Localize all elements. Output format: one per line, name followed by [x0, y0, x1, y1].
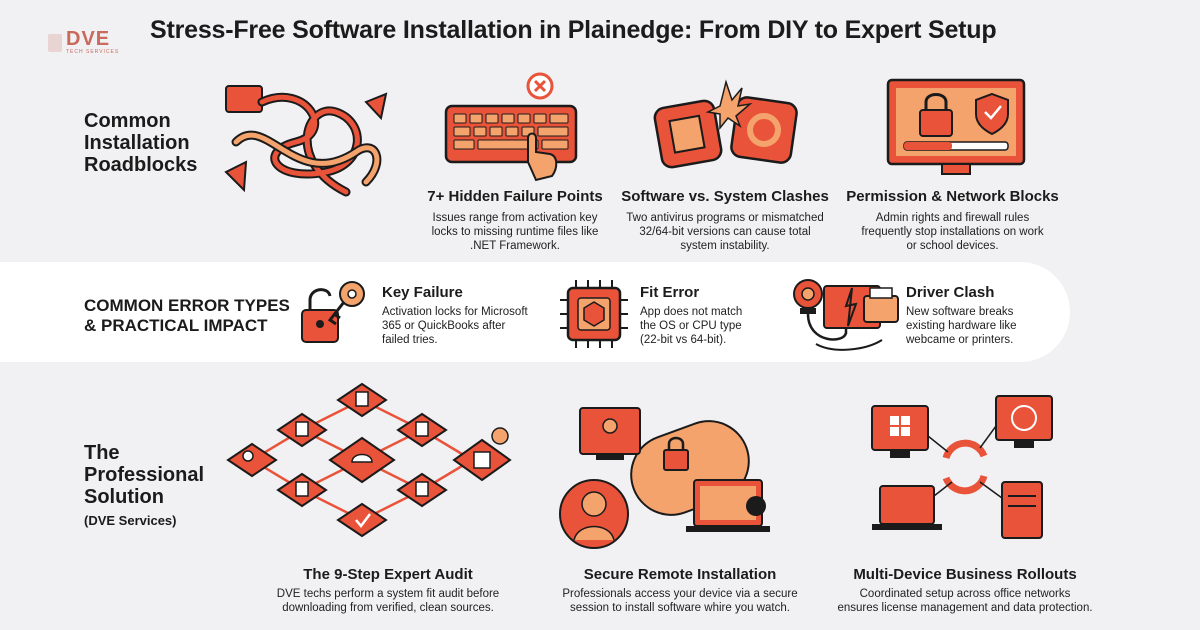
- error-title: Key Failure: [382, 284, 463, 301]
- card-description-line: locks to missing runtime files like: [431, 226, 599, 238]
- roadblocks-heading-line-2: Installation: [84, 132, 190, 154]
- roadblock-card-3: Permission & Network Blocks Admin rights…: [840, 188, 1065, 253]
- card-title: Permission & Network Blocks: [846, 188, 1059, 205]
- card-title: Multi-Device Business Rollouts: [853, 566, 1077, 583]
- card-description-line: Issues range from activation key: [432, 212, 598, 224]
- error-item-1: Key Failure Activation locks for Microso…: [382, 284, 552, 347]
- card-title: Software vs. System Clashes: [621, 188, 829, 205]
- error-item-3: Driver Clash New software breaks existin…: [906, 284, 1056, 347]
- page-title: Stress-Free Software Installation in Pla…: [150, 16, 997, 44]
- card-description-line: system instability.: [680, 240, 770, 252]
- errors-heading-line-2: & PRACTICAL IMPACT: [84, 316, 268, 335]
- solution-card-3: Multi-Device Business Rollouts Coordinat…: [830, 566, 1100, 615]
- error-description-line: the OS or CPU type: [640, 320, 742, 332]
- roadblocks-heading-line-3: Roadblocks: [84, 154, 198, 176]
- locked-monitor-icon: [886, 78, 1026, 175]
- error-description-line: Activation locks for Microsoft: [382, 306, 528, 318]
- solution-heading-line-1: The: [84, 442, 120, 464]
- card-description-line: ensures license management and data prot…: [837, 602, 1093, 614]
- error-item-2: Fit Error App does not match the OS or C…: [640, 284, 790, 347]
- error-description: Activation locks for Microsoft 365 or Qu…: [382, 305, 552, 347]
- error-description-line: existing hardware like: [906, 320, 1017, 332]
- error-description: App does not match the OS or CPU type (2…: [640, 305, 790, 347]
- card-description-line: Two antivirus programs or mismatched: [626, 212, 824, 224]
- roadblock-card-2: Software vs. System Clashes Two antiviru…: [615, 188, 835, 253]
- card-description: Admin rights and firewall rules frequent…: [840, 211, 1065, 253]
- error-description-line: 365 or QuickBooks after: [382, 320, 506, 332]
- logo-text: DVE: [66, 28, 111, 50]
- card-description-line: .NET Framework.: [470, 240, 560, 252]
- error-description-line: New software breaks: [906, 306, 1014, 318]
- logo-subtext: TECH SERVICES: [66, 49, 120, 55]
- remote-session-icon: [559, 407, 770, 549]
- card-description-line: 32/64-bit versions can cause total: [639, 226, 811, 238]
- card-description: Issues range from activation key locks t…: [415, 211, 615, 253]
- roadblock-card-1: 7+ Hidden Failure Points Issues range fr…: [415, 188, 615, 253]
- network-rollout-icon: [871, 395, 1053, 539]
- key-lock-icon: [301, 281, 365, 343]
- card-description-line: frequently stop installations on work: [861, 226, 1044, 238]
- card-description: Two antivirus programs or mismatched 32/…: [615, 211, 835, 253]
- card-description-line: Admin rights and firewall rules: [875, 212, 1030, 224]
- card-description-line: Professionals access your device via a s…: [562, 588, 798, 600]
- clash-icon: [653, 79, 798, 169]
- chip-icon: [560, 280, 628, 348]
- card-description-line: Coordinated setup across office networks: [859, 588, 1071, 600]
- roadblocks-heading-line-1: Common: [84, 110, 171, 132]
- solution-heading-line-2: Professional: [84, 464, 205, 486]
- tangled-cables-icon: [224, 85, 388, 197]
- audit-flow-icon: [226, 382, 512, 538]
- card-description-line: or school devices.: [906, 240, 999, 252]
- error-description-line: (22-bit vs 64-bit).: [640, 334, 727, 346]
- error-description-line: failed tries.: [382, 334, 438, 346]
- solution-heading: The Professional Solution (DVE Services): [84, 442, 204, 532]
- card-description-line: session to install software whire you wa…: [570, 602, 790, 614]
- card-title: The 9-Step Expert Audit: [303, 566, 473, 583]
- card-description: Professionals access your device via a s…: [550, 587, 810, 615]
- errors-heading: COMMON ERROR TYPES & PRACTICAL IMPACT: [84, 296, 290, 336]
- card-description: Coordinated setup across office networks…: [830, 587, 1100, 615]
- errors-heading-line-1: COMMON ERROR TYPES: [84, 296, 290, 315]
- solution-card-1: The 9-Step Expert Audit DVE techs perfor…: [268, 566, 508, 615]
- solution-heading-line-3: Solution: [84, 486, 164, 508]
- logo-mark: [48, 34, 62, 52]
- card-title: 7+ Hidden Failure Points: [427, 188, 603, 205]
- webcam-printer-icon: [793, 279, 899, 351]
- solution-heading-sub: (DVE Services): [84, 513, 177, 528]
- card-title: Secure Remote Installation: [583, 566, 777, 583]
- solution-card-2: Secure Remote Installation Professionals…: [550, 566, 810, 615]
- card-description-line: downloading from verified, clean sources…: [282, 602, 494, 614]
- error-title: Fit Error: [640, 284, 700, 301]
- error-title: Driver Clash: [906, 284, 995, 301]
- error-description-line: App does not match: [640, 306, 743, 318]
- card-description-line: DVE techs perform a system fit audit bef…: [276, 588, 500, 600]
- card-description: DVE techs perform a system fit audit bef…: [268, 587, 508, 615]
- error-description-line: webcame or printers.: [906, 334, 1014, 346]
- roadblocks-heading: Common Installation Roadblocks: [84, 110, 197, 176]
- keyboard-icon: [444, 72, 578, 182]
- error-description: New software breaks existing hardware li…: [906, 305, 1056, 347]
